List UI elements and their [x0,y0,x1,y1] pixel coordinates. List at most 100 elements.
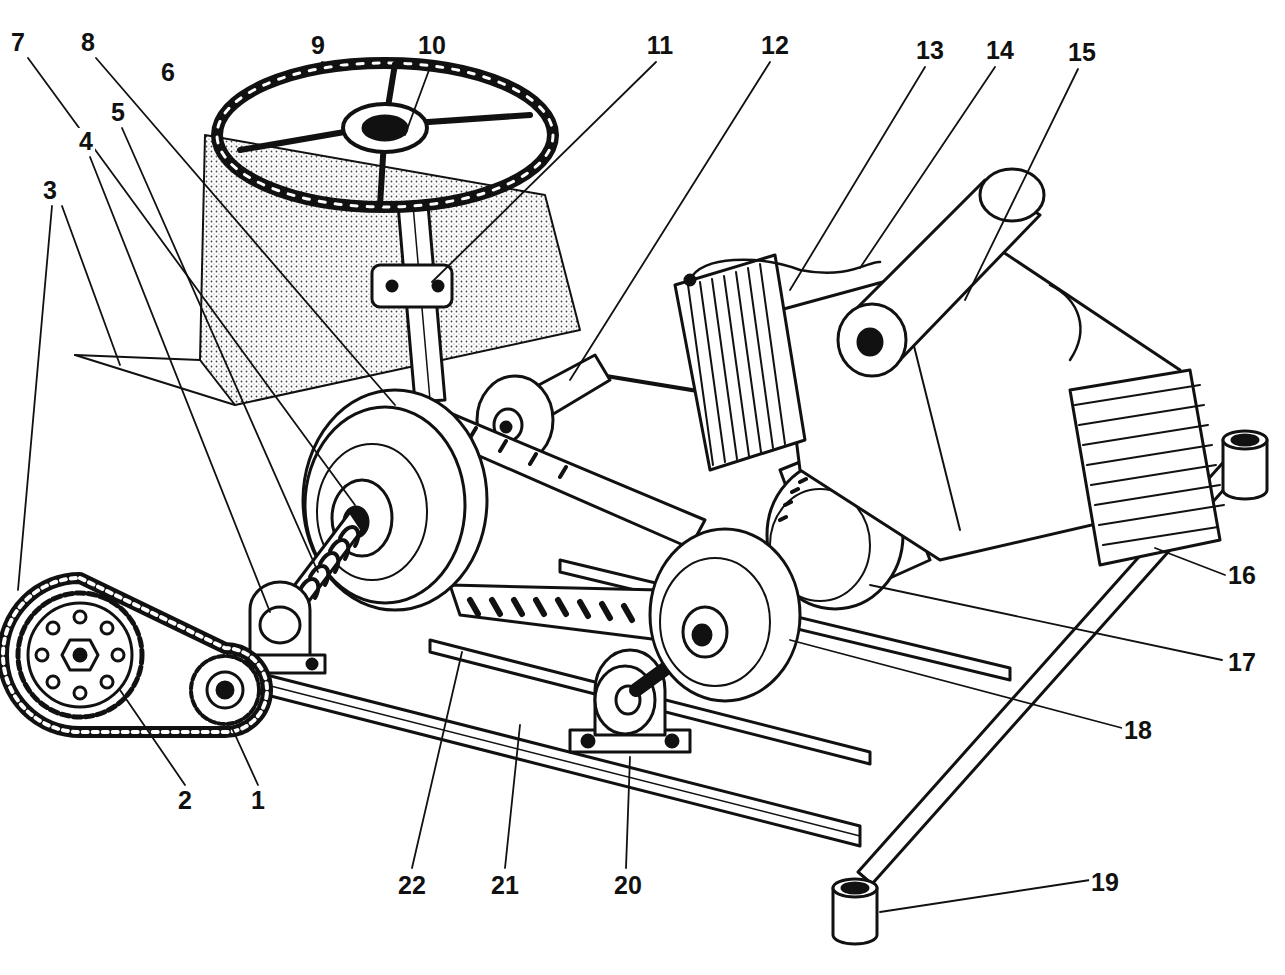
leader-line [232,728,258,785]
chain-drive [47,622,59,634]
callout-number: 5 [109,99,127,125]
callout-number: 21 [489,872,521,898]
leader-line [62,206,120,365]
starter-generator [858,329,882,355]
frame-leg [1232,435,1258,445]
leader-line [122,128,318,572]
chain-drive [47,676,59,688]
steering-column [372,265,452,307]
callout-number: 14 [984,37,1016,63]
callout-number: 19 [1089,869,1121,895]
chain-drive [101,676,113,688]
frame-leg [833,879,877,897]
starter-generator [980,169,1044,221]
callout-number: 8 [79,29,97,55]
leader-line [120,690,185,785]
variator-pulley [650,529,800,701]
leader-line [90,157,270,612]
chain-drive [101,622,113,634]
engine-cylinder [1075,385,1224,545]
chain-drive [3,578,267,732]
driven-pulley [303,390,487,610]
callout-number: 11 [645,32,675,58]
chain-drive [217,682,233,698]
callout-number: 6 [159,59,177,85]
leader-line [1155,548,1225,575]
callout-number: 20 [612,872,644,898]
seat-panel [75,355,200,360]
shaft-bearing [260,607,300,643]
callout-number: 2 [176,787,194,813]
driven-pulley [303,390,487,610]
callout-number: 10 [416,32,448,58]
steering-wheel [217,63,553,207]
variator-pulley [693,625,711,645]
leader-line [965,69,1078,300]
callout-number: 12 [759,32,791,58]
chain-drive [18,593,142,717]
leader-line [505,725,520,868]
chain-drive [28,603,132,707]
leader-line [570,62,770,380]
steering-wheel [217,63,553,207]
leader-line [880,880,1090,912]
idler-pulley [501,422,511,432]
frame-rail [255,672,860,846]
shaft-bearing [307,659,317,669]
variator-pulley [650,529,800,701]
leader-line [790,67,925,290]
shaft-bearing [250,582,310,660]
steering-column [387,281,397,291]
toothed-belt [470,600,632,620]
callout-number: 1 [249,787,267,813]
chain-drive [112,649,124,661]
pillow-block [582,735,594,747]
leader-line [96,58,395,405]
frame-leg [842,883,868,893]
engine-cylinder [688,264,785,465]
leader-line [322,62,345,68]
callout-number: 4 [77,128,95,154]
shaft-spring [300,527,358,598]
steering-column [372,205,452,402]
leader-line [18,206,52,590]
callout-number: 22 [396,872,428,898]
leader-line [18,58,1225,912]
chain-drive [74,687,86,699]
frame-rail [430,640,870,764]
variator-pulley [683,607,727,657]
callout-number: 18 [1122,717,1154,743]
leader-line [626,757,630,868]
frame-rail [255,682,860,836]
toothed-belt [450,585,660,640]
seat-panel [75,355,235,405]
ignition-wire [685,275,695,285]
starter-generator [838,304,906,376]
leader-line [405,62,432,135]
callout-number: 15 [1066,39,1098,65]
engine-cylinder [675,255,805,470]
leader-line [860,67,995,268]
steering-wheel [363,116,407,140]
pillow-block [666,735,678,747]
ignition-wire [1050,285,1080,360]
steering-column [433,281,443,291]
variator-pulley [660,558,770,686]
frame-leg [1223,431,1267,449]
steering-wheel [217,63,553,207]
callout-number: 7 [9,29,27,55]
leader-line [870,585,1222,660]
callout-number: 13 [914,37,946,63]
leader-line [432,62,656,282]
callout-number: 9 [309,32,327,58]
illustration [3,58,1267,944]
callout-number: 3 [41,177,59,203]
leader-line [412,652,462,868]
ignition-wire [690,260,880,280]
chain-drive [36,649,48,661]
chain-drive [3,578,267,732]
ignition-wire [685,260,1080,360]
